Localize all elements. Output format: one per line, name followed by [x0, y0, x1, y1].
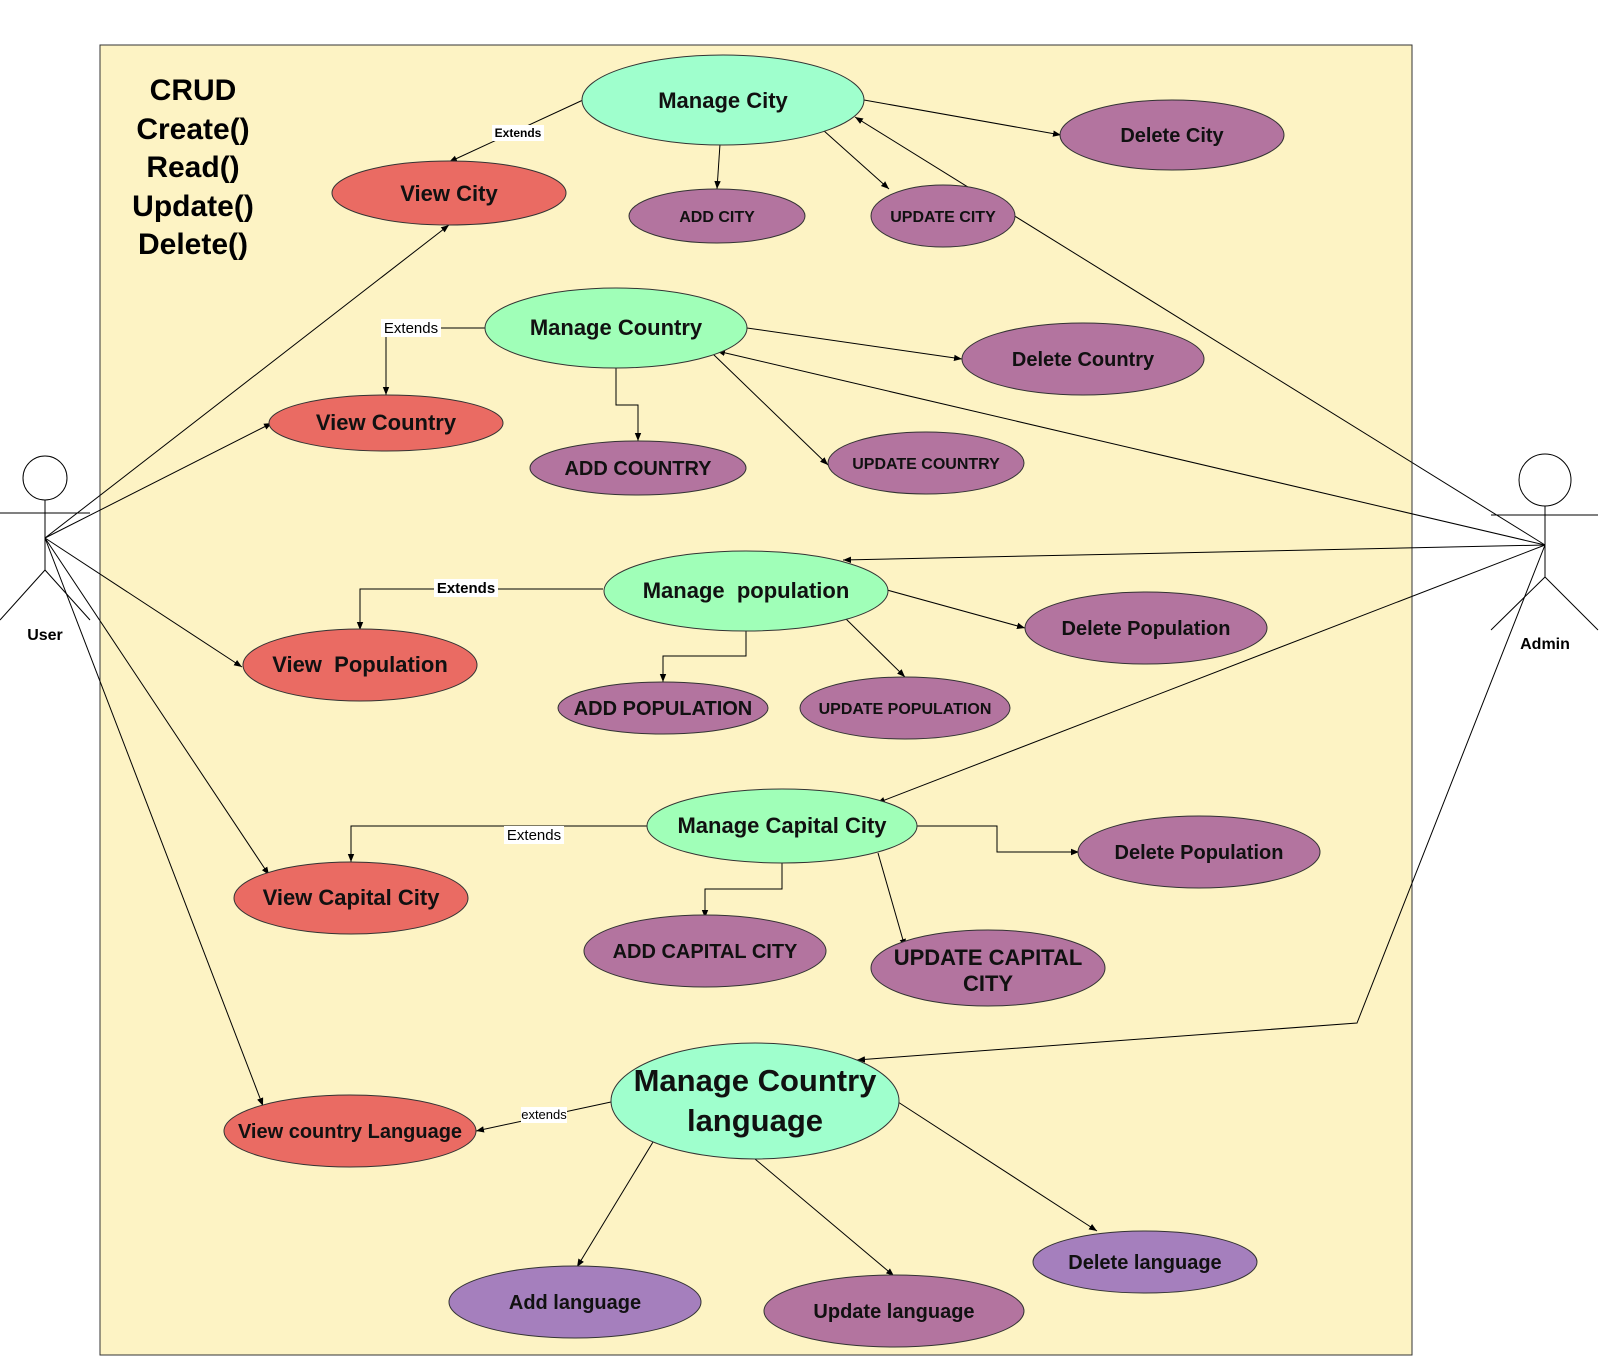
use-case-view-country-language[interactable]: View country Language [223, 1094, 477, 1168]
edge-manage-language-add-language [576, 1141, 654, 1268]
use-case-view-country[interactable]: View Country [268, 394, 504, 452]
use-case-add-language[interactable]: Add language [448, 1265, 702, 1339]
delete-city-label: Delete City [1120, 125, 1224, 147]
update-language-label: Update language [813, 1301, 974, 1323]
use-case-delete-country[interactable]: Delete Country [961, 322, 1205, 396]
use-case-delete-language[interactable]: Delete language [1032, 1230, 1258, 1294]
use-case-add-population[interactable]: ADD POPULATION [557, 681, 769, 735]
edge-user-view-capital [44, 537, 270, 876]
edge-manage-language-update-language [754, 1158, 895, 1277]
use-case-manage-population[interactable]: Manage population [603, 550, 889, 632]
view-capital-city-label: View Capital City [263, 885, 441, 910]
delete-language-label: Delete language [1068, 1252, 1221, 1274]
user-label: User [27, 627, 63, 644]
edge-admin-manage-country [716, 349, 1546, 546]
manage-country-language-label-line2: language [687, 1103, 823, 1138]
edge-admin-manage-population [842, 544, 1546, 564]
add-city-label: ADD CITY [679, 209, 755, 226]
view-country-label: View Country [316, 410, 457, 435]
use-case-update-capital-city[interactable]: UPDATE CAPITAL CITY [870, 929, 1106, 1007]
delete-population-label: Delete Population [1062, 618, 1231, 640]
edge-manage-city-delete-city [863, 99, 1062, 137]
add-language-label: Add language [509, 1292, 641, 1314]
add-capital-city-label: ADD CAPITAL CITY [613, 941, 798, 963]
edge-user-view-language [44, 537, 264, 1107]
admin-head-icon [1518, 453, 1572, 507]
crud-update: Update() [132, 190, 254, 223]
edge-manage-language-delete-language [897, 1101, 1098, 1232]
edge-manage-capital-update-capital [877, 852, 906, 948]
use-case-update-population[interactable]: UPDATE POPULATION [799, 676, 1011, 740]
update-country-label: UPDATE COUNTRY [852, 456, 1000, 473]
edge-manage-population-update-population [844, 617, 906, 678]
user-head-icon [22, 455, 68, 501]
edge-user-view-population [44, 537, 243, 668]
add-population-label: ADD POPULATION [574, 698, 753, 720]
edge-label-language-extends: extends [521, 1107, 567, 1122]
edge-manage-country-update-country [712, 353, 829, 466]
view-city-label: View City [400, 181, 498, 206]
edge-label-city-extends: Extends [495, 126, 542, 140]
edge-label-population-extends: Extends [437, 580, 495, 597]
use-case-update-country[interactable]: UPDATE COUNTRY [827, 431, 1025, 495]
edge-manage-city-add-city [714, 143, 721, 190]
actor-admin[interactable]: Admin [1490, 453, 1599, 653]
use-case-manage-city[interactable]: Manage City [581, 54, 865, 146]
crud-delete: Delete() [138, 228, 248, 261]
edge-label-country-extends: Extends [384, 320, 438, 337]
edge-user-view-country [44, 422, 273, 539]
crud-read: Read() [146, 151, 239, 184]
add-country-label: ADD COUNTRY [564, 458, 712, 480]
edge-manage-city-update-city [822, 129, 890, 190]
edge-manage-country-add-country [615, 367, 642, 441]
use-case-delete-city[interactable]: Delete City [1059, 99, 1285, 171]
edge-user-view-city [44, 224, 450, 539]
use-case-update-language[interactable]: Update language [763, 1274, 1025, 1348]
edge-admin-manage-capital [876, 544, 1546, 804]
use-case-add-country[interactable]: ADD COUNTRY [529, 440, 747, 496]
edge-manage-capital-delete-capital [917, 825, 1079, 856]
use-case-view-capital-city[interactable]: View Capital City [233, 861, 469, 935]
edge-manage-population-delete-population [886, 589, 1026, 629]
delete-capital-population-label: Delete Population [1115, 842, 1284, 864]
edge-manage-population-view-population [356, 588, 603, 630]
manage-country-language-label-line1: Manage Country [634, 1063, 878, 1098]
use-case-update-city[interactable]: UPDATE CITY [870, 184, 1016, 248]
use-case-manage-country[interactable]: Manage Country [484, 287, 748, 369]
crud-title: CRUD [150, 74, 237, 107]
use-case-view-population[interactable]: View Population [242, 628, 478, 702]
actor-user[interactable]: User [0, 455, 91, 644]
use-case-manage-capital-city[interactable]: Manage Capital City [646, 788, 918, 864]
edge-labels: Extends Extends Extends Extends extends [381, 125, 567, 1123]
delete-country-label: Delete Country [1012, 349, 1155, 371]
use-case-manage-country-language[interactable]: Manage Country language [610, 1042, 900, 1160]
manage-population-label: Manage population [643, 578, 850, 603]
admin-label: Admin [1520, 636, 1570, 653]
update-capital-city-label-line2: CITY [963, 971, 1013, 996]
view-population-label: View Population [272, 652, 448, 677]
use-case-delete-population[interactable]: Delete Population [1024, 591, 1268, 665]
edge-manage-capital-add-capital [701, 863, 783, 918]
edge-label-capital-extends: Extends [507, 827, 561, 844]
manage-capital-city-label: Manage Capital City [677, 813, 887, 838]
view-country-language-label: View country Language [238, 1121, 462, 1143]
update-capital-city-label-line1: UPDATE CAPITAL [894, 945, 1083, 970]
crud-create: Create() [136, 113, 249, 146]
manage-country-label: Manage Country [530, 315, 703, 340]
manage-city-label: Manage City [658, 88, 788, 113]
crud-note: CRUD Create() Read() Update() Delete() [132, 74, 254, 261]
edge-manage-country-delete-country [746, 327, 963, 362]
use-case-view-city[interactable]: View City [331, 160, 567, 226]
update-population-label: UPDATE POPULATION [819, 701, 992, 718]
use-case-delete-capital-population[interactable]: Delete Population [1077, 815, 1321, 889]
edge-admin-manage-language [856, 544, 1546, 1063]
use-case-add-city[interactable]: ADD CITY [628, 188, 806, 244]
edge-manage-population-add-population [659, 630, 747, 682]
use-case-add-capital-city[interactable]: ADD CAPITAL CITY [583, 914, 827, 988]
update-city-label: UPDATE CITY [890, 209, 996, 226]
